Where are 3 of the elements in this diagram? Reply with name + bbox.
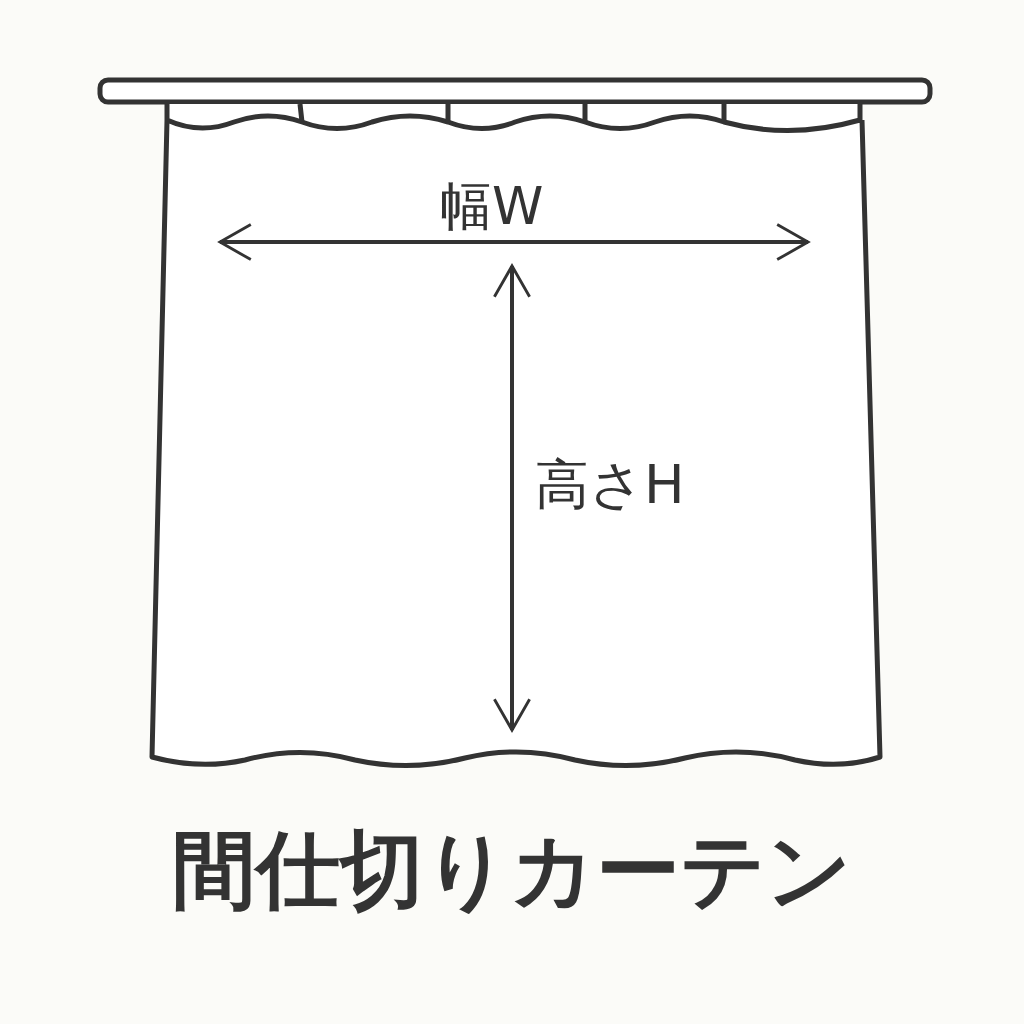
caption: 間仕切りカーテン bbox=[171, 828, 853, 912]
dimension-label: 高さH bbox=[535, 458, 685, 512]
dimension-label: 幅W bbox=[440, 180, 544, 232]
